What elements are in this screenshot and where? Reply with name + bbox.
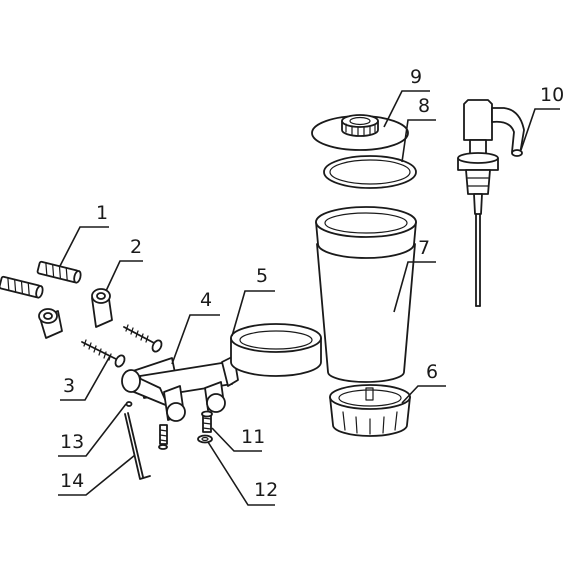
- leader-3: [60, 355, 111, 401]
- leader-10: [520, 108, 560, 151]
- part-6-base-cap: [329, 384, 411, 437]
- screw-lower: [81, 339, 126, 368]
- label-2: 2: [130, 236, 142, 258]
- leader-6: [401, 385, 446, 404]
- part-8-gasket: [323, 155, 417, 189]
- leader-2: [105, 260, 143, 292]
- leader-7: [393, 261, 436, 313]
- leader-4: [171, 314, 220, 365]
- leader-14: [58, 454, 136, 496]
- part-11-bolt: [201, 410, 213, 433]
- part-14-allen-key: [124, 412, 151, 480]
- part-12-washer: [197, 434, 213, 444]
- label-9: 9: [410, 66, 422, 88]
- label-1: 1: [96, 202, 108, 224]
- leader-5: [231, 290, 275, 337]
- part-2-spacers: [38, 288, 113, 339]
- part-4-bracket: [121, 355, 239, 422]
- label-11: 11: [241, 426, 265, 448]
- part-3-screws: [81, 324, 163, 368]
- label-4: 4: [200, 289, 212, 311]
- part-10-pump: [457, 99, 525, 307]
- wall-anchor-lower: [0, 275, 44, 299]
- label-10: 10: [540, 84, 564, 106]
- spacer-lower: [38, 308, 63, 339]
- set-screw: [158, 424, 168, 450]
- spacer-upper: [91, 288, 113, 328]
- part-number-labels: 1 2 3 4 5 6 7 8 9 10 11 12 13 14: [60, 66, 564, 501]
- label-12: 12: [254, 479, 278, 501]
- label-5: 5: [256, 265, 268, 287]
- label-3: 3: [63, 375, 75, 397]
- label-7: 7: [418, 237, 430, 259]
- part-13-grub-screw: [125, 401, 133, 407]
- label-14: 14: [60, 470, 84, 492]
- label-6: 6: [426, 361, 438, 383]
- part-5-ring-holder: [230, 323, 322, 377]
- wall-anchor-upper: [36, 260, 82, 284]
- leader-13: [58, 403, 127, 457]
- leader-lines: [58, 90, 560, 506]
- screw-upper: [123, 324, 163, 353]
- part-7-container: [315, 206, 417, 383]
- leader-1: [59, 226, 109, 267]
- leader-11: [211, 427, 262, 452]
- leader-8: [401, 119, 436, 163]
- label-13: 13: [60, 431, 84, 453]
- leader-12: [207, 441, 275, 506]
- label-8: 8: [418, 95, 430, 117]
- leader-9: [383, 90, 430, 128]
- part-1-wall-anchors: [0, 260, 82, 299]
- part-9-lid: [311, 114, 409, 151]
